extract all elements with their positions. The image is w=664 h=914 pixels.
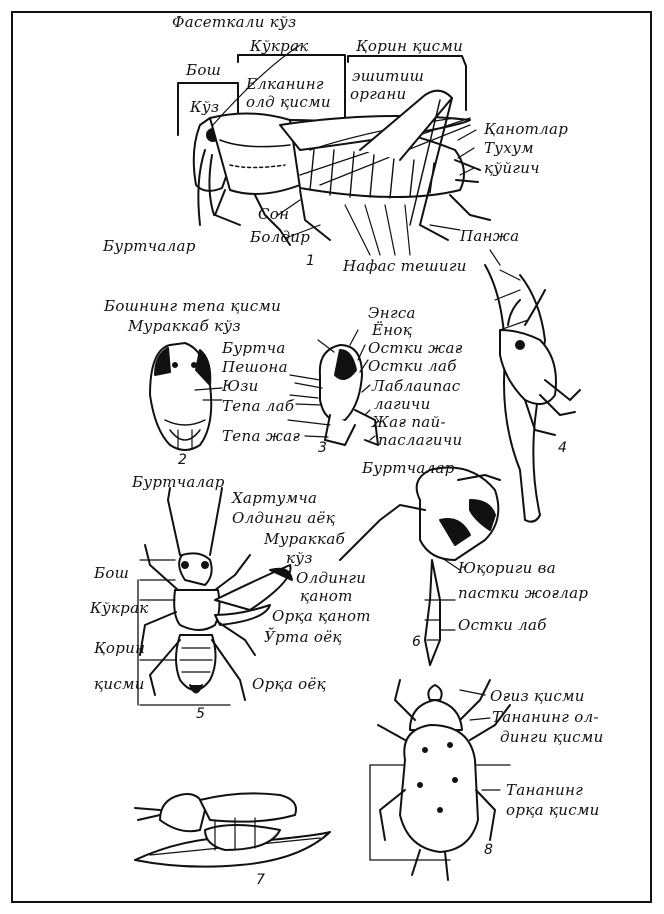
label-neck: Энгса: [368, 305, 416, 321]
label-ovipositor: Тухум: [484, 140, 534, 156]
label-body-rear-1: Тананинг: [506, 782, 583, 798]
label-cheek: Ёноқ: [372, 322, 412, 338]
label-upper-lip: Тепа лаб: [222, 398, 294, 414]
label-foreleg: Олдинги аёқ: [232, 510, 335, 526]
figure-number-7: 7: [256, 872, 265, 888]
figure-number-5: 5: [196, 706, 205, 722]
label-compound-eye-5b: кўз: [286, 550, 313, 566]
label-ear-2: органи: [350, 86, 407, 102]
label-lip-palp-2: лагичи: [374, 396, 431, 412]
label-thorax-top: Кўкрак: [250, 38, 309, 54]
figure-number-3: 3: [318, 440, 327, 456]
label-antennae-1: Буртчалар: [103, 238, 196, 254]
label-claw: Панжа: [460, 228, 519, 244]
label-shin: Болдир: [250, 229, 310, 245]
figure-number-4: 4: [558, 440, 567, 456]
fig1-grasshopper: [178, 45, 490, 255]
label-thorax-sub1: Елканинг: [246, 76, 324, 92]
label-thorax-sub2: олд қисми: [246, 94, 331, 110]
label-forewing-2: қанот: [300, 588, 353, 604]
label-jaw-palp-2: паслагичи: [378, 432, 462, 448]
label-abdomen-top: Қорин қисми: [356, 38, 463, 54]
label-layer: қўйгич: [484, 160, 540, 176]
label-body-rear-2: орқа қисми: [506, 802, 600, 818]
label-abdomen-5b: қисми: [94, 676, 145, 692]
label-lip-palp-1: Лаблаипас: [372, 378, 460, 394]
fig3-head-side: [288, 330, 378, 445]
label-faceted-eye: Фасеткали кўз: [172, 14, 297, 30]
fig4-insect-on-branch: [485, 250, 580, 522]
figure-number-1: 1: [306, 253, 315, 269]
label-head-5: Бош: [94, 565, 129, 581]
label-antenna: Буртча: [222, 340, 286, 356]
label-mouth: Оғиз қисми: [490, 688, 585, 704]
label-head-top: Бош: [186, 62, 221, 78]
label-spiracle: Нафас тешиги: [343, 258, 467, 274]
label-head-eye: Кўз: [190, 99, 219, 115]
label-forehead: Пешона: [222, 359, 288, 375]
label-body-front-1: Тананинг ол-: [492, 709, 599, 725]
label-lower-lip: Остки лаб: [368, 358, 457, 374]
fig7-insect-on-leaf: [135, 793, 330, 866]
label-face: Юзи: [222, 378, 259, 394]
figure-number-6: 6: [412, 634, 421, 650]
label-lower-jaw: Остки жағ: [368, 340, 463, 356]
figure-number-8: 8: [484, 842, 493, 858]
label-thigh: Сон: [258, 206, 289, 222]
label-thorax-5: Кўкрак: [90, 600, 149, 616]
label-hindleg: Орқа оёқ: [252, 676, 326, 692]
label-proboscis: Хартумча: [232, 490, 317, 506]
label-ear-1: эшитиш: [352, 68, 424, 84]
label-crown: Бошнинг тепа қисми: [104, 298, 281, 314]
label-jaws-1: Юқориги ва: [458, 560, 556, 576]
fig2-head-front: [150, 343, 222, 450]
label-compound-eye-5a: Мураккаб: [264, 531, 345, 547]
label-jaw-palp-1: Жағ пай-: [372, 414, 446, 430]
label-jaws-2: пастки жоғлар: [458, 585, 588, 601]
label-hindwing: Орқа қанот: [272, 608, 371, 624]
label-wings: Қанотлар: [484, 121, 568, 137]
figure-number-2: 2: [178, 452, 187, 468]
label-antennae-5: Буртчалар: [132, 474, 225, 490]
label-midleg: Ўрта оёқ: [264, 629, 342, 645]
label-lower-lip-6: Остки лаб: [458, 617, 547, 633]
label-compound-eye: Мураккаб кўз: [128, 318, 241, 334]
label-abdomen-5a: Қорин: [94, 640, 145, 656]
label-body-front-2: динги қисми: [500, 729, 604, 745]
label-forewing-1: Олдинги: [296, 570, 366, 586]
label-upper-jaw: Тепа жағ: [222, 428, 300, 444]
label-antennae-6: Буртчалар: [362, 460, 455, 476]
